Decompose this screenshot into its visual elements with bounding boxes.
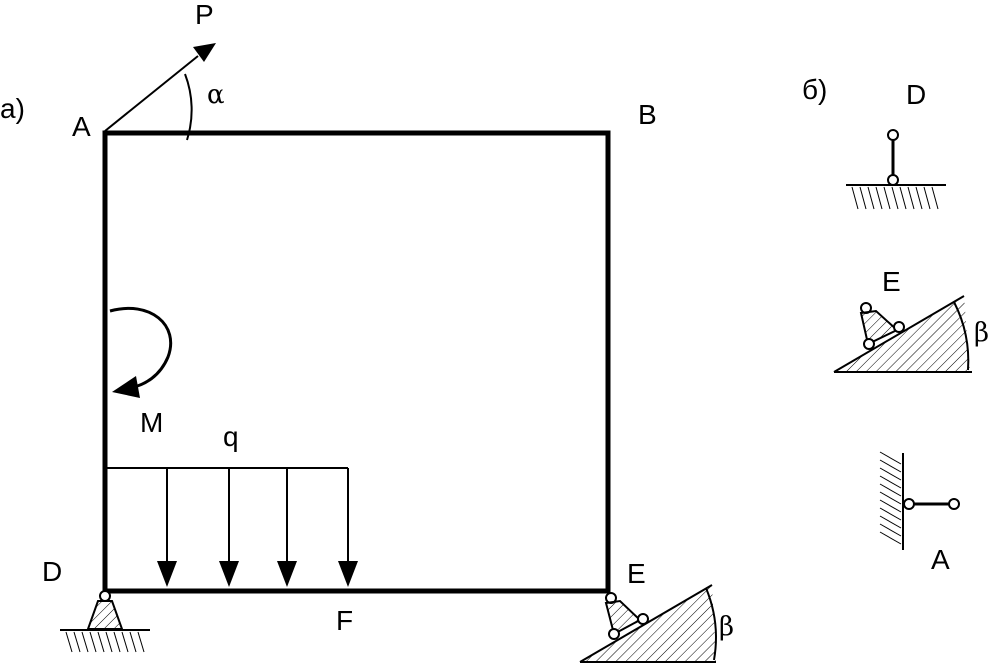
frame-outline	[102, 130, 611, 594]
inset-incline-surface	[833, 295, 965, 373]
node-a-label: A	[72, 111, 91, 142]
support-e	[579, 584, 717, 663]
support-d-body	[86, 600, 124, 630]
inset-a-pin-end	[948, 498, 960, 510]
force-p-line	[104, 55, 199, 132]
inset-roller	[893, 321, 905, 333]
part-a-label: а)	[0, 93, 25, 124]
node-d-label: D	[42, 556, 62, 587]
moment-arrowhead	[112, 376, 140, 398]
inset-d-ground-hatching	[851, 186, 939, 210]
inset-beta-label: β	[974, 318, 989, 348]
support-d	[60, 590, 150, 653]
inset-a-label: A	[931, 544, 950, 575]
inset-support-d: D	[846, 79, 946, 210]
ground-hatching	[65, 631, 145, 653]
node-f-label: F	[336, 605, 353, 636]
inset-support-e: E β	[833, 266, 989, 373]
inset-d-pin-bottom	[887, 174, 899, 186]
force-p	[104, 43, 216, 141]
load-arrowhead	[277, 561, 297, 587]
inset-e-label: E	[882, 266, 901, 297]
load-arrowhead	[338, 561, 358, 587]
node-b-label: B	[638, 99, 657, 130]
inset-a-wall-hatching	[879, 451, 902, 545]
inset-a-pin-wall	[903, 498, 915, 510]
inset-roller	[863, 338, 875, 350]
node-e-label: E	[627, 558, 646, 589]
roller	[608, 628, 620, 640]
part-b-label: б)	[802, 74, 827, 105]
roller	[637, 613, 649, 625]
support-d-pin	[99, 590, 111, 602]
frame	[102, 130, 611, 594]
moment-m	[109, 306, 173, 398]
moment-m-label: M	[140, 407, 163, 438]
inset-beta-arc	[953, 301, 970, 371]
alpha-label: α	[207, 80, 225, 110]
force-p-label: P	[195, 0, 214, 30]
inset-d-label: D	[906, 79, 926, 110]
load-arrowhead	[219, 561, 239, 587]
beta-arc	[705, 587, 717, 661]
load-arrowhead	[157, 561, 177, 587]
beta-label: β	[719, 612, 734, 642]
inset-support-a: A	[879, 451, 960, 575]
inset-d-pin-top	[887, 129, 899, 141]
distributed-load-q	[105, 467, 358, 587]
alpha-arc	[184, 73, 193, 141]
force-p-arrowhead	[193, 43, 216, 62]
moment-arc	[109, 306, 173, 390]
load-q-label: q	[223, 421, 239, 452]
